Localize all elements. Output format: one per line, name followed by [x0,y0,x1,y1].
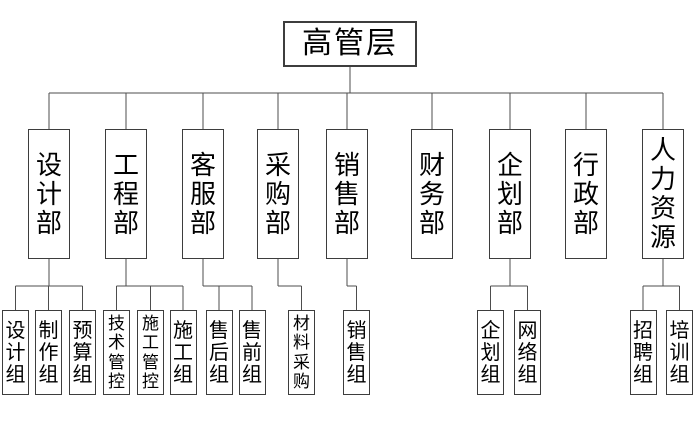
group-box-sales-group-label: 销售组 [346,319,367,386]
group-box-network-group: 网络组 [514,310,541,395]
dept-box-design-label: 设计部 [36,149,63,238]
group-box-network-group-label: 网络组 [517,319,538,386]
dept-box-planning: 企划部 [489,129,531,259]
group-box-construction-group: 施工组 [169,310,197,395]
dept-box-administration: 行政部 [565,129,607,259]
dept-box-planning-label: 企划部 [497,149,524,238]
group-box-production-group: 制作组 [35,310,62,395]
group-box-construction-group-label: 施工组 [173,319,193,386]
group-box-training-group: 培训组 [666,310,693,395]
dept-box-procurement-label: 采购部 [265,149,292,238]
group-box-design-group-label: 设计组 [5,319,26,386]
dept-box-sales-label: 销售部 [334,149,361,238]
root-box-executive: 高管层 [283,21,417,67]
group-box-budget-group: 预算组 [69,310,96,395]
root-box-executive-label: 高管层 [302,27,398,60]
dept-box-human-resources-label: 人力资源 [650,135,677,252]
group-box-construction-control-group-label: 施工管控 [142,313,159,392]
dept-box-sales: 销售部 [326,129,368,259]
group-box-design-group: 设计组 [2,310,29,395]
group-box-after-sales-group-label: 售后组 [209,319,229,386]
dept-box-human-resources: 人力资源 [642,129,684,259]
group-box-tech-control-group: 技术管控 [103,310,130,395]
group-box-construction-control-group: 施工管控 [137,310,164,395]
group-box-planning-group: 企划组 [477,310,504,395]
group-box-pre-sales-group: 售前组 [238,310,266,395]
group-box-budget-group-label: 预算组 [72,319,93,386]
group-box-tech-control-group-label: 技术管控 [108,313,125,392]
group-box-recruitment-group: 招聘组 [629,310,657,395]
group-box-after-sales-group: 售后组 [205,310,233,395]
group-box-training-group-label: 培训组 [669,319,690,386]
dept-box-design: 设计部 [28,129,70,259]
group-box-pre-sales-group-label: 售前组 [242,319,262,386]
dept-box-procurement: 采购部 [257,129,299,259]
dept-box-customer-service-label: 客服部 [190,149,217,238]
dept-box-administration-label: 行政部 [573,149,600,238]
group-box-material-procurement-group: 材料采购 [288,310,315,395]
dept-box-customer-service: 客服部 [182,129,224,259]
group-box-recruitment-group-label: 招聘组 [633,319,653,386]
group-box-production-group-label: 制作组 [38,319,59,386]
group-box-sales-group: 销售组 [343,310,370,395]
dept-box-engineering: 工程部 [105,129,147,259]
dept-box-finance-label: 财务部 [419,149,446,238]
dept-box-engineering-label: 工程部 [113,149,140,238]
group-box-material-procurement-group-label: 材料采购 [293,313,310,392]
group-box-planning-group-label: 企划组 [480,319,501,386]
dept-box-finance: 财务部 [411,129,453,259]
